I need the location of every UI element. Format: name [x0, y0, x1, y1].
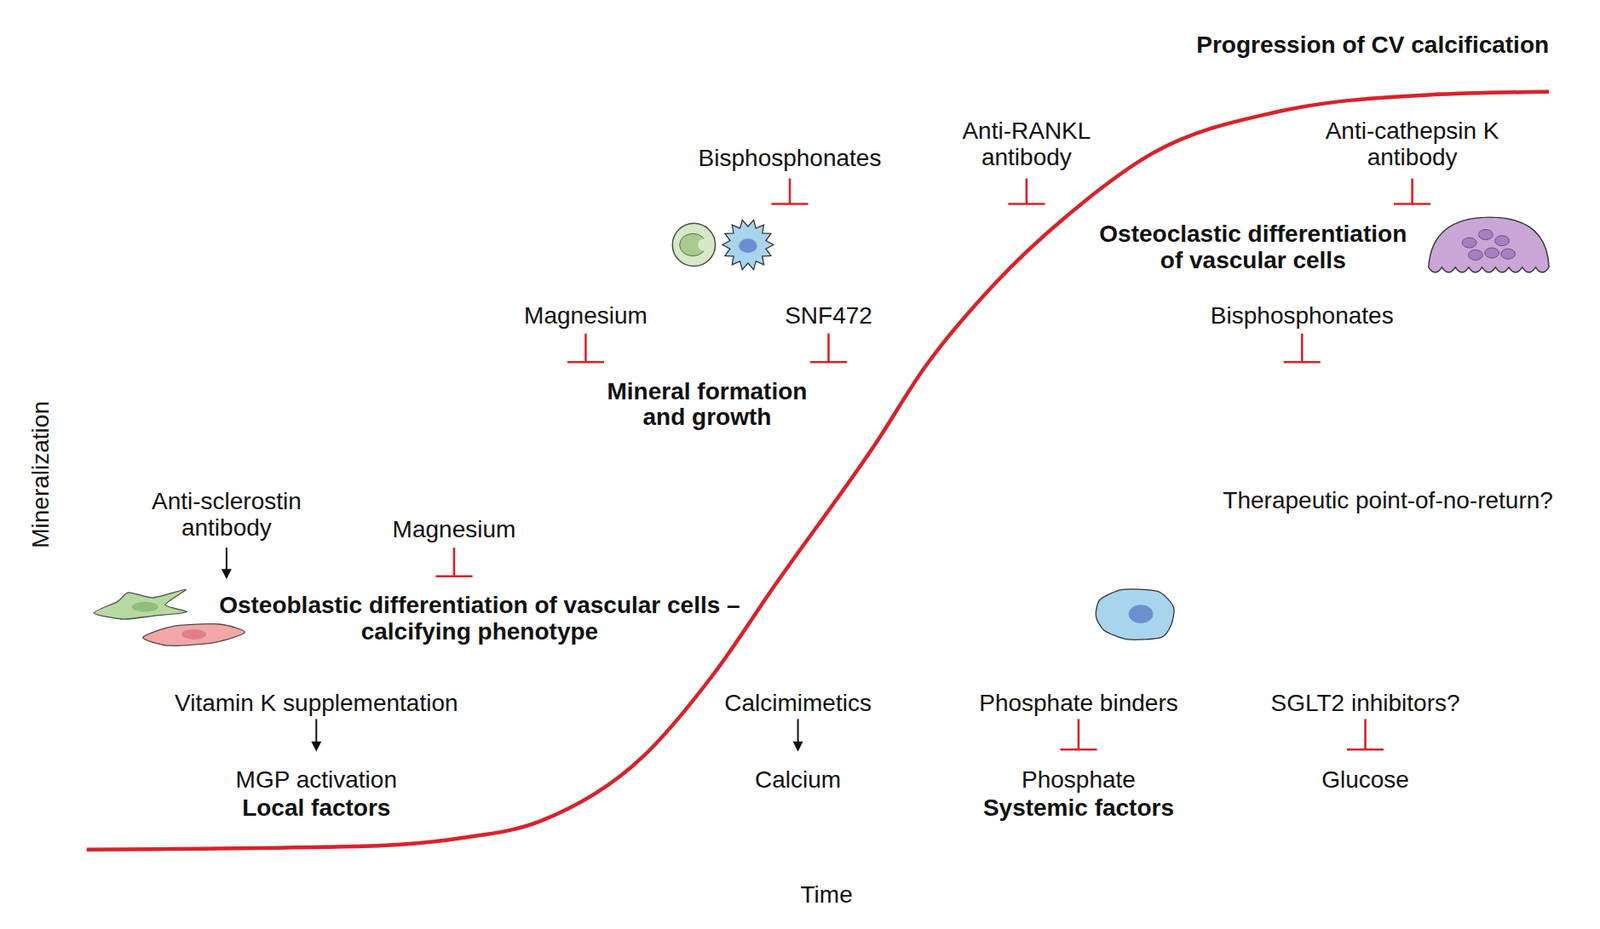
osteoclast-nucleus: [1478, 229, 1493, 240]
inhibition-mark: [810, 333, 847, 363]
inhibition-bar: [771, 202, 808, 206]
factor-band: MGP activationLocal factors Calcium Phosph…: [84, 739, 1551, 845]
process-band: Mineral formation and growth: [479, 351, 1552, 460]
inhibition-stem: [1364, 719, 1367, 750]
band-arrow-shape: [84, 566, 1220, 674]
factor-label: Glucose: [1321, 767, 1410, 795]
osteoclast-nucleus: [1484, 247, 1500, 259]
inhibition-mark: [435, 547, 472, 577]
inhibition-mark: [1007, 178, 1045, 205]
inhibition-stem: [453, 547, 456, 577]
chart-title: Progression of CV calcification: [1196, 32, 1549, 59]
inhibition-mark: [771, 178, 808, 205]
activation-arrow: [310, 719, 322, 752]
spindle-nucleus-green: [132, 602, 159, 613]
inhibition-stem: [788, 178, 792, 205]
osteoclast-nucleus: [1495, 235, 1510, 247]
macrophage-nucleus: [738, 238, 758, 254]
therapy-label: Anti-RANKL antibody: [953, 118, 1100, 172]
therapy-label: Anti-sclerostin antibody: [149, 489, 305, 542]
inhibition-stem: [827, 333, 830, 363]
macrophage-cell: [722, 219, 774, 270]
threshold-note: Therapeutic point-of-no-return?: [1222, 488, 1554, 515]
monocyte-notch: [697, 238, 710, 251]
arrow-head: [793, 742, 804, 753]
osteoclast-cell: [1428, 217, 1549, 273]
osteoclast-nucleus: [1467, 249, 1483, 260]
factor-label: Phosphate: [1021, 767, 1136, 795]
y-axis-head: [62, 48, 77, 70]
inhibition-stem: [1410, 178, 1414, 205]
inhibition-mark: [1283, 333, 1321, 363]
inhibition-bar: [1007, 202, 1045, 206]
therapy-label: Magnesium: [392, 517, 517, 544]
band-heading: Osteoblastic differentiation of vascular…: [207, 592, 753, 646]
inhibition-stem: [1300, 333, 1304, 363]
band-heading: Local factors: [241, 795, 391, 823]
axis-label: Time: [800, 882, 853, 910]
inhibition-bar: [1059, 748, 1097, 752]
band-heading: Osteoclastic differentiation of vascular…: [1092, 221, 1415, 275]
inhibition-bar: [435, 575, 472, 578]
spindle-nucleus-pink: [181, 629, 207, 640]
osteoclast-nucleus: [1461, 237, 1477, 248]
x-axis-head: [1571, 857, 1593, 873]
therapy-label: Bisphosphonates: [1210, 303, 1394, 330]
inhibition-mark: [1059, 719, 1097, 750]
factor-label: MGP activation: [235, 767, 398, 795]
osteoclast-nucleus: [1501, 248, 1516, 259]
plot-panel: [73, 71, 1556, 853]
band-arrow-outline: [479, 351, 1552, 460]
band-arrow-shape: [84, 739, 1551, 845]
arrow-stem: [315, 719, 317, 743]
therapy-label: SGLT2 inhibitors?: [1271, 690, 1461, 718]
osteoblast-cell: [1095, 589, 1175, 640]
process-band: Osteoblastic differentiation of vascular…: [84, 566, 1220, 674]
activation-arrow: [221, 547, 232, 580]
therapy-label: Vitamin K supplementation: [174, 690, 459, 718]
band-arrow-outline: [84, 566, 1220, 674]
therapy-label: Anti-cathepsin K antibody: [1315, 118, 1510, 172]
therapy-label: Phosphate binders: [978, 690, 1179, 718]
inhibition-stem: [1025, 178, 1029, 205]
y-axis: [68, 63, 71, 865]
band-heading: Mineral formation and growth: [595, 379, 819, 432]
band-heading: Systemic factors: [983, 795, 1175, 823]
process-band: Osteoclastic differentiation of vascular…: [658, 194, 1552, 303]
inhibition-bar: [810, 361, 847, 364]
inhibition-bar: [1393, 202, 1431, 206]
axis-label: Mineralization: [28, 401, 55, 549]
inhibition-bar: [567, 361, 605, 364]
arrow-head: [310, 742, 322, 753]
activation-arrow: [793, 719, 804, 752]
band-arrow-outline: [658, 194, 1552, 303]
inhibition-mark: [1393, 178, 1431, 205]
arrow-stem: [797, 719, 800, 743]
band-arrow-shape: [658, 194, 1552, 303]
band-arrow-shape: [479, 351, 1552, 460]
inhibition-stem: [584, 333, 588, 363]
inhibition-mark: [567, 333, 605, 363]
osteoblast-nucleus: [1128, 604, 1154, 624]
spindle-cell-pink: [143, 624, 246, 647]
therapy-label: Bisphosphonates: [698, 145, 882, 173]
factor-label: Calcium: [754, 767, 841, 795]
inhibition-stem: [1077, 719, 1081, 750]
x-axis: [68, 863, 1577, 867]
threshold-line: [71, 477, 1557, 479]
inhibition-mark: [1346, 719, 1384, 750]
inhibition-bar: [1346, 748, 1384, 752]
arrow-stem: [225, 547, 228, 570]
arrow-head: [221, 569, 232, 580]
progression-curve: [86, 92, 1549, 851]
therapy-label: Calcimimetics: [724, 690, 872, 718]
spindle-cell-green: [93, 589, 187, 620]
inhibition-bar: [1283, 361, 1321, 364]
monocyte-cell: [672, 223, 715, 266]
therapy-label: SNF472: [784, 303, 873, 330]
therapy-label: Magnesium: [523, 303, 648, 330]
